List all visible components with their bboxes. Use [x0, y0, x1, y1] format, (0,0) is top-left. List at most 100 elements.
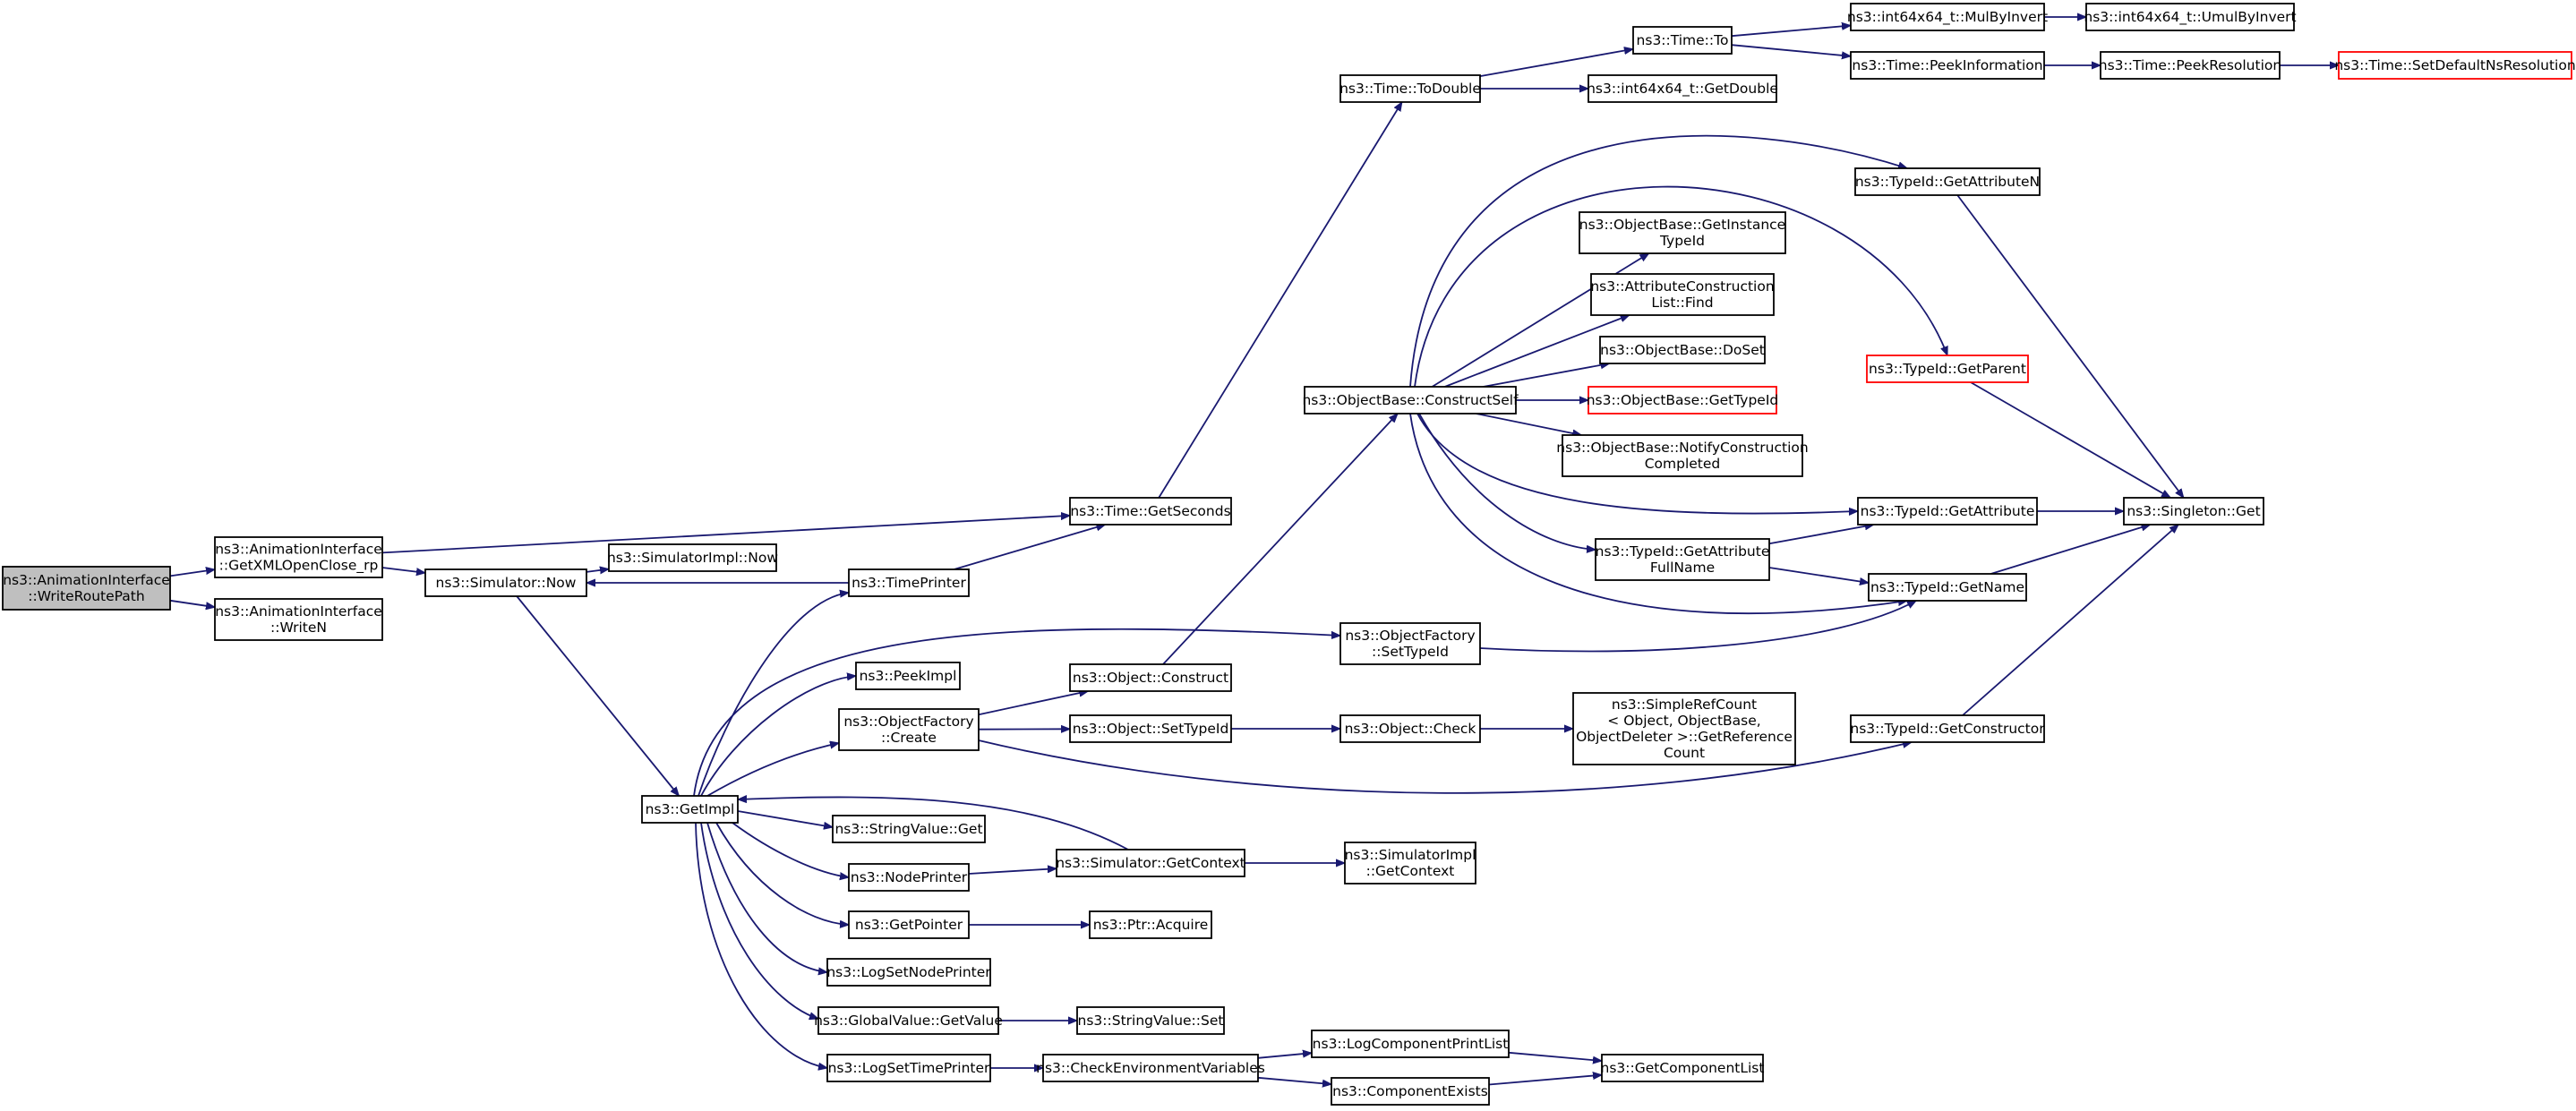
node-label: ns3::ObjectBase::NotifyConstruction: [1556, 440, 1808, 456]
node-node-printer[interactable]: ns3::NodePrinter: [848, 863, 970, 892]
node-label: ns3::SimulatorImpl::Now: [607, 550, 778, 566]
node-int64x64-get-double[interactable]: ns3::int64x64_t::GetDouble: [1587, 74, 1778, 103]
node-time-set-default-ns-resolution[interactable]: ns3::Time::SetDefaultNsResolution: [2334, 51, 2576, 80]
node-box: [214, 536, 383, 578]
node-type-id-get-constructor[interactable]: ns3::TypeId::GetConstructor: [1850, 714, 2045, 743]
node-label: ns3::Simulator::Now: [436, 575, 577, 591]
edge-line: [732, 822, 849, 877]
edge-get_xml_open_close_rp-to-simulator_now: [381, 567, 425, 573]
node-simulatorimpl-now[interactable]: ns3::SimulatorImpl::Now: [607, 543, 778, 572]
node-box: [1857, 497, 2038, 526]
edge-check_environment_variables-to-component_exists: [1257, 1076, 1331, 1084]
node-time-peek-information[interactable]: ns3::Time::PeekInformation: [1850, 51, 2045, 80]
node-get-xml-open-close-rp[interactable]: ns3::AnimationInterface::GetXMLOpenClose…: [214, 536, 383, 578]
node-label: ns3::ComponentExists: [1332, 1083, 1488, 1099]
node-write-n[interactable]: ns3::AnimationInterface::WriteN: [214, 598, 383, 641]
node-type-id-get-parent[interactable]: ns3::TypeId::GetParent: [1866, 355, 2029, 383]
node-global-value-get-value[interactable]: ns3::GlobalValue::GetValue: [814, 1006, 1003, 1035]
edge-type_id_get_parent-to-singleton_get: [1970, 381, 2170, 499]
node-label: ns3::TypeId::GetParent: [1869, 361, 2026, 377]
node-label: ns3::LogSetTimePrinter: [828, 1060, 990, 1076]
node-log-component-print-list[interactable]: ns3::LogComponentPrintList: [1311, 1030, 1510, 1058]
node-label: ::SetTypeId: [1372, 644, 1449, 660]
edge-line: [706, 743, 839, 797]
node-label: ns3::StringValue::Get: [834, 821, 982, 837]
node-box: [1089, 910, 1212, 939]
node-write-route-path[interactable]: ns3::AnimationInterface::WriteRoutePath: [2, 566, 171, 611]
node-time-to[interactable]: ns3::Time::To: [1632, 26, 1733, 55]
node-box: [1850, 51, 2045, 80]
node-get-pointer[interactable]: ns3::GetPointer: [848, 910, 970, 939]
node-log-set-time-printer[interactable]: ns3::LogSetTimePrinter: [826, 1054, 991, 1082]
node-label: ns3::int64x64_t::GetDouble: [1587, 81, 1778, 98]
edge-line: [1731, 26, 1851, 38]
node-get-component-list[interactable]: ns3::GetComponentList: [1601, 1054, 1765, 1082]
node-box: [1632, 26, 1733, 55]
node-time-get-seconds[interactable]: ns3::Time::GetSeconds: [1069, 497, 1232, 526]
node-object-set-type-id[interactable]: ns3::Object::SetTypeId: [1069, 714, 1232, 743]
node-label: ns3::AttributeConstruction: [1590, 278, 1774, 295]
node-int64x64-mul-by-invert[interactable]: ns3::int64x64_t::MulByInvert: [1847, 3, 2048, 31]
node-object-construct[interactable]: ns3::Object::Construct: [1069, 663, 1232, 692]
node-label: ns3::AnimationInterface: [3, 572, 170, 588]
edge-line: [738, 797, 1129, 850]
node-object-factory-create[interactable]: ns3::ObjectFactory::Create: [838, 708, 980, 751]
node-label: ns3::AnimationInterface: [215, 542, 382, 558]
edge-object_factory_set_type_id-to-type_id_get_name: [1479, 600, 1916, 653]
edge-line: [381, 516, 1070, 554]
node-box: [1311, 1030, 1510, 1058]
node-object-base-get-type-id[interactable]: ns3::ObjectBase::GetTypeId: [1587, 386, 1779, 414]
node-int64x64-umul-by-invert[interactable]: ns3::int64x64_t::UmulByInvert: [2084, 3, 2297, 31]
node-label: TypeId: [1659, 233, 1705, 249]
node-box: [1588, 386, 1777, 414]
node-peek-impl[interactable]: ns3::PeekImpl: [855, 662, 961, 690]
node-label: ns3::Simulator::GetContext: [1056, 855, 1245, 871]
edge-line: [1409, 413, 1907, 615]
node-type-id-get-attribute-n[interactable]: ns3::TypeId::GetAttributeN: [1854, 167, 2041, 196]
node-string-value-set[interactable]: ns3::StringValue::Set: [1076, 1006, 1225, 1035]
node-object-base-construct-self[interactable]: ns3::ObjectBase::ConstructSelf: [1302, 386, 1519, 414]
node-check-environment-variables[interactable]: ns3::CheckEnvironmentVariables: [1036, 1054, 1265, 1082]
node-simulatorimpl-get-context[interactable]: ns3::SimulatorImpl::GetContext: [1344, 842, 1476, 885]
node-log-set-node-printer[interactable]: ns3::LogSetNodePrinter: [826, 958, 991, 987]
edge-line: [1162, 414, 1398, 665]
node-box: [641, 795, 739, 824]
node-simple-ref-count-get-reference-count[interactable]: ns3::SimpleRefCount< Object, ObjectBase,…: [1572, 692, 1796, 765]
node-label: ns3::SimpleRefCount: [1612, 697, 1757, 713]
node-singleton-get[interactable]: ns3::Singleton::Get: [2123, 497, 2264, 526]
node-object-check[interactable]: ns3::Object::Check: [1339, 714, 1481, 743]
node-box: [855, 662, 961, 690]
node-label: ns3::ObjectFactory: [1345, 628, 1475, 644]
node-simulator-now[interactable]: ns3::Simulator::Now: [424, 568, 587, 597]
node-get-impl[interactable]: ns3::GetImpl: [641, 795, 739, 824]
node-type-id-get-attribute[interactable]: ns3::TypeId::GetAttribute: [1857, 497, 2038, 526]
node-time-peek-resolution[interactable]: ns3::Time::PeekResolution: [2099, 51, 2281, 80]
node-box: [1344, 842, 1476, 885]
node-string-value-get[interactable]: ns3::StringValue::Get: [832, 815, 986, 843]
node-ptr-acquire[interactable]: ns3::Ptr::Acquire: [1089, 910, 1212, 939]
node-object-base-notify-construction-completed[interactable]: ns3::ObjectBase::NotifyConstructionCompl…: [1556, 434, 1809, 477]
node-object-base-do-set[interactable]: ns3::ObjectBase::DoSet: [1599, 336, 1766, 364]
node-box: [2100, 51, 2281, 80]
node-simulator-get-context[interactable]: ns3::Simulator::GetContext: [1056, 849, 1245, 877]
edge-line: [1479, 49, 1633, 77]
edge-type_id_get_attribute_full_name-to-type_id_get_name: [1768, 567, 1869, 583]
node-label: ns3::int64x64_t::MulByInvert: [1847, 9, 2048, 26]
node-label: ns3::Singleton::Get: [2127, 503, 2260, 519]
node-type-id-get-name[interactable]: ns3::TypeId::GetName: [1868, 573, 2027, 602]
node-object-factory-set-type-id[interactable]: ns3::ObjectFactory::SetTypeId: [1339, 622, 1481, 665]
node-time-to-double[interactable]: ns3::Time::ToDouble: [1339, 74, 1481, 103]
node-box: [2338, 51, 2572, 80]
node-label: ns3::Time::ToDouble: [1339, 81, 1481, 97]
node-time-printer[interactable]: ns3::TimePrinter: [848, 568, 970, 597]
edge-object_base_construct_self-to-type_id_get_attribute_full_name: [1418, 413, 1596, 550]
node-component-exists[interactable]: ns3::ComponentExists: [1331, 1077, 1490, 1106]
node-box: [608, 543, 777, 572]
node-box: [1304, 386, 1517, 414]
node-box: [838, 708, 980, 751]
node-label: ns3::CheckEnvironmentVariables: [1036, 1060, 1265, 1076]
node-box: [2123, 497, 2264, 526]
